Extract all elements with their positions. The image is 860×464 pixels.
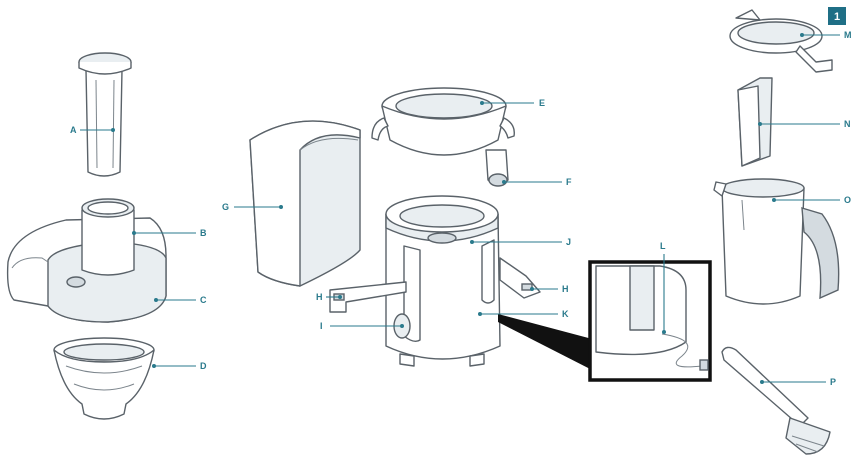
callout-label-l: L — [660, 241, 666, 251]
part-d-filter — [53, 337, 155, 420]
callout-i: I — [320, 321, 404, 331]
callout-n: N — [758, 119, 851, 129]
callout-label-k: K — [562, 309, 569, 319]
callout-l: L — [660, 241, 666, 334]
callout-m: M — [800, 30, 852, 40]
callout-label-i: I — [320, 321, 323, 331]
callout-label-o: O — [844, 195, 851, 205]
callout-label-j: J — [566, 237, 571, 247]
part-ef-juice-collector — [371, 87, 515, 187]
callout-j: J — [470, 237, 571, 247]
callout-p: P — [760, 377, 836, 387]
part-a-pusher — [78, 52, 132, 177]
callout-g: G — [222, 202, 283, 212]
callout-label-g: G — [222, 202, 229, 212]
callout-label-f: F — [566, 177, 572, 187]
callout-b: B — [132, 228, 207, 238]
callout-k: K — [478, 309, 569, 319]
callout-label-d: D — [200, 361, 207, 371]
callout-label-n: N — [844, 119, 851, 129]
part-n-froth-separator — [737, 77, 773, 167]
part-h-clip-right — [499, 257, 541, 299]
callout-e: E — [480, 98, 545, 108]
callout-h-right: H — [530, 284, 569, 294]
callout-d: D — [152, 361, 207, 371]
part-m-jug-lid — [729, 9, 833, 73]
callout-label-p: P — [830, 377, 836, 387]
callout-label-b: B — [200, 228, 207, 238]
callout-c: C — [154, 295, 207, 305]
part-p-cleaning-brush — [721, 346, 831, 455]
callout-f: F — [502, 177, 572, 187]
part-bc-lid — [6, 198, 167, 323]
callout-label-a: A — [70, 125, 77, 135]
callout-label-e: E — [539, 98, 545, 108]
callout-label-m: M — [844, 30, 852, 40]
callout-o: O — [772, 195, 851, 205]
callout-label-h-left: H — [316, 292, 323, 302]
part-k-motor-unit — [385, 195, 501, 367]
part-g-pulp-container — [249, 120, 361, 287]
callout-h-left: H — [316, 292, 342, 302]
callout-a: A — [70, 125, 115, 135]
part-o-juice-jug — [713, 178, 840, 305]
callout-label-c: C — [200, 295, 207, 305]
figure-number-badge: 1 — [828, 7, 846, 25]
callout-label-h-right: H — [562, 284, 569, 294]
figure-number: 1 — [834, 11, 840, 23]
